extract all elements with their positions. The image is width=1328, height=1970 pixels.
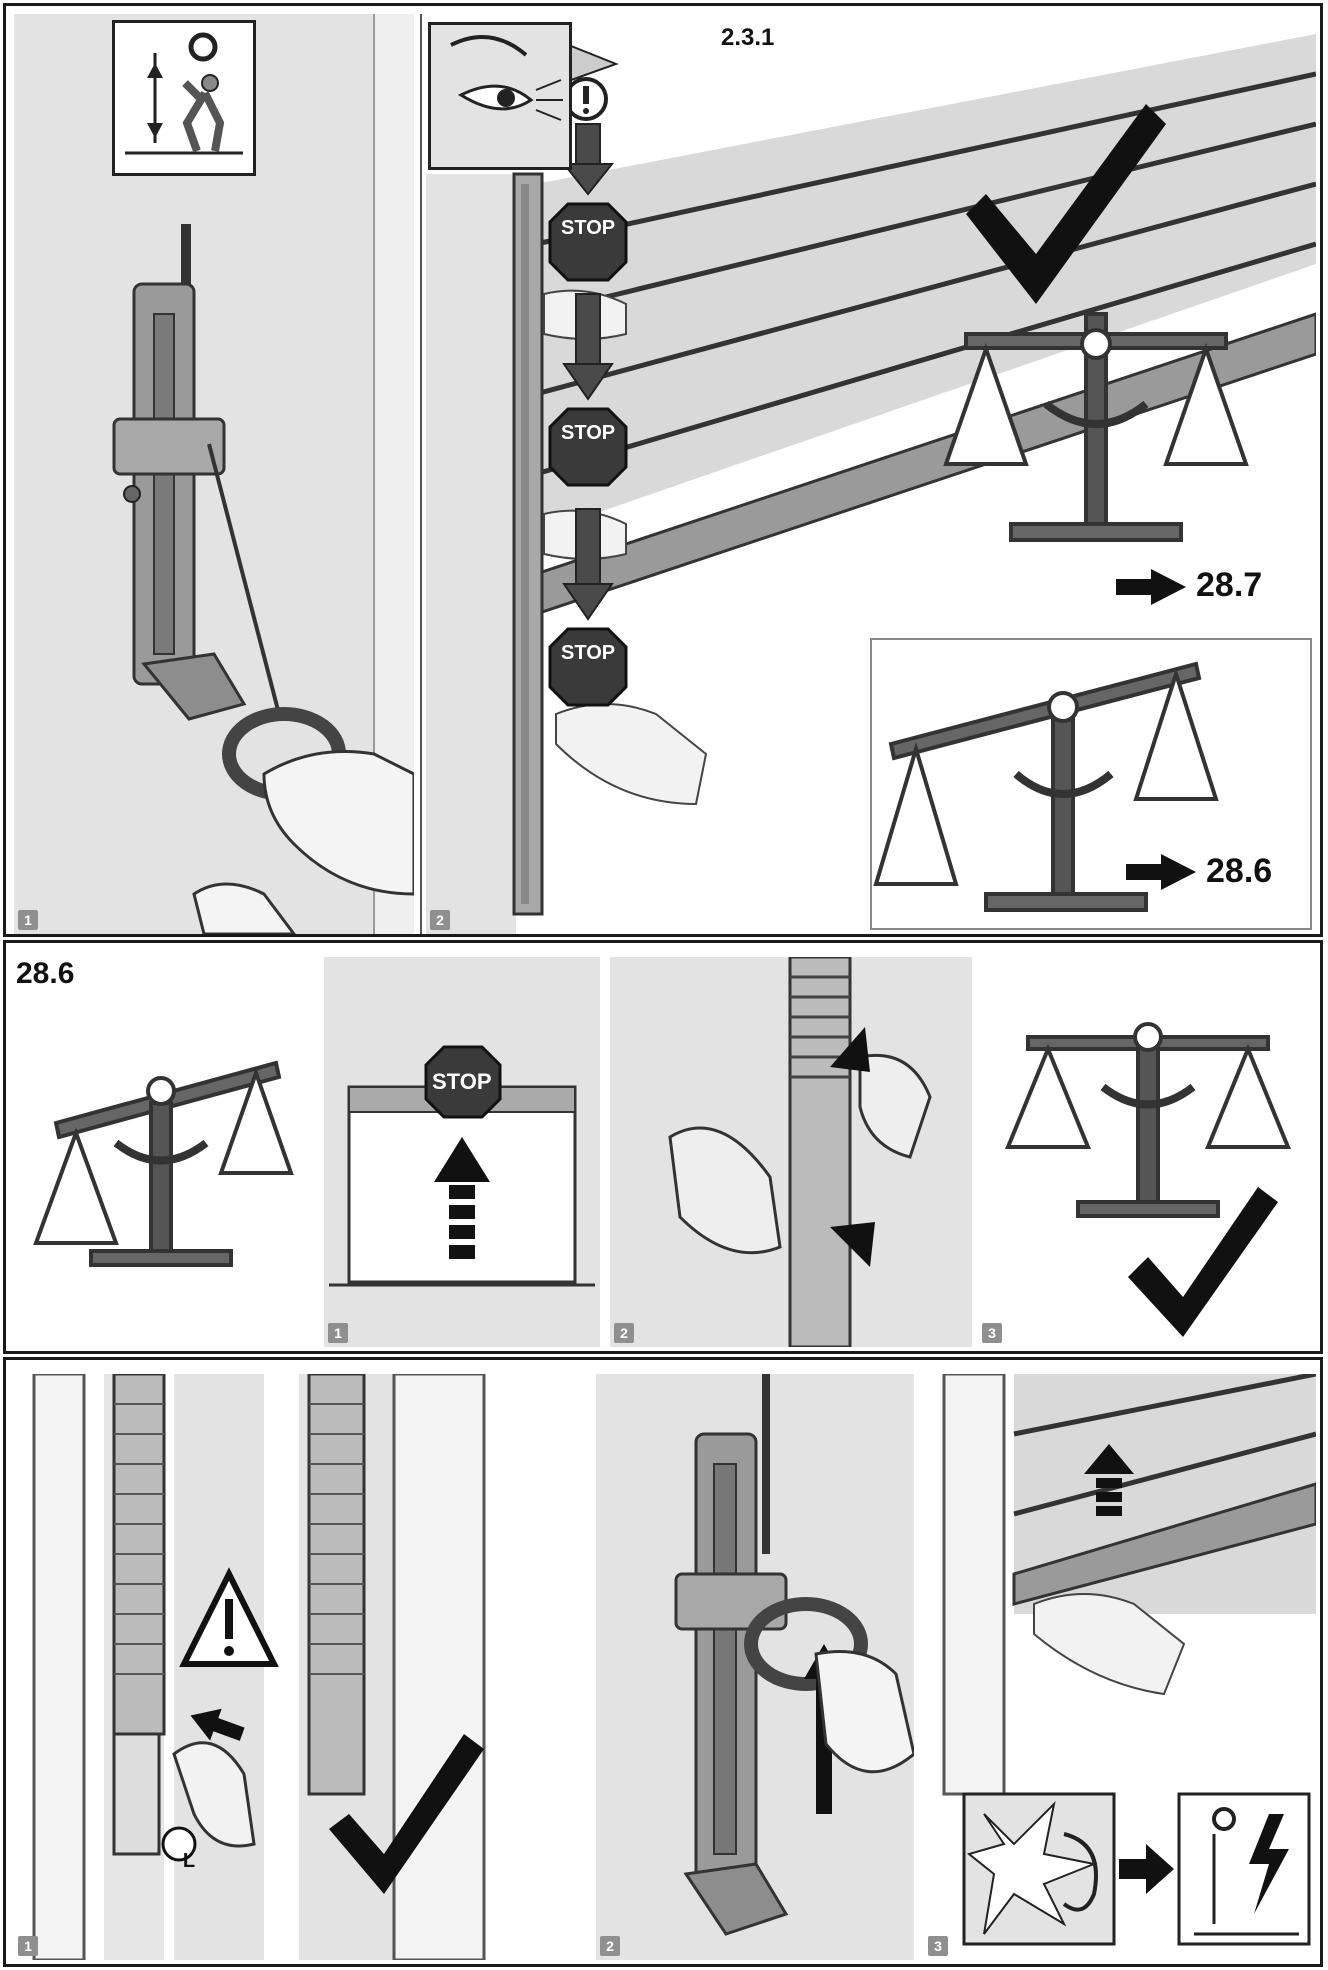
step-1-panel: L 1	[14, 1374, 584, 1960]
arrow-right-icon	[1119, 1844, 1174, 1894]
section-28-7: 28.7 L 1	[3, 1357, 1323, 1967]
cord-release-illustration	[112, 14, 414, 934]
section-title: 28.6	[16, 957, 75, 990]
balance-scale-icon	[873, 661, 1219, 912]
stop-label: STOP	[561, 217, 616, 239]
arrow-up-icon	[147, 63, 163, 78]
step-2-panel: 2.3.1 STOP STOP STOP 28.7 28.6 2	[426, 14, 1316, 934]
spring-adjust-illustration	[668, 957, 932, 1347]
step-1-panel: STOP 1	[324, 957, 600, 1347]
arrow-up-icon	[434, 1137, 490, 1259]
balance-scale-icon	[33, 1060, 294, 1267]
step-number: 1	[18, 910, 38, 930]
eye-inset	[428, 22, 572, 170]
arrow-right-icon	[1116, 569, 1186, 605]
lightning-icon	[1249, 1814, 1289, 1914]
divider	[420, 14, 422, 934]
section-28-6: 28.6 STOP 1	[3, 940, 1323, 1354]
arrow-up-icon	[1084, 1444, 1134, 1516]
balance-scale-icon	[1005, 1022, 1291, 1218]
door-check-illustration	[426, 34, 1316, 934]
step-3-panel: 3	[978, 957, 1316, 1347]
arrow-right-icon	[1126, 854, 1196, 890]
manual-reference: 2.3.1	[721, 24, 775, 51]
stop-sign-icon	[548, 202, 628, 707]
door-raise-illustration	[329, 1045, 595, 1287]
hand-icon	[172, 1741, 256, 1848]
arrow-down-icon	[830, 1222, 875, 1267]
checkmark-icon	[1128, 1187, 1278, 1337]
step-number: 3	[982, 1323, 1002, 1343]
stop-sign-icon	[424, 1045, 502, 1119]
step-2-panel: 2	[610, 957, 972, 1347]
step-number: 1	[18, 1936, 38, 1956]
goto-balanced-ref: 28.7	[1196, 566, 1263, 604]
hand-icon	[668, 1126, 782, 1255]
eye-icon	[450, 35, 563, 121]
arrow-up-icon	[830, 1027, 870, 1072]
step-number: 3	[928, 1936, 948, 1956]
warning-icon	[179, 1567, 279, 1667]
step-2-panel: 2	[596, 1374, 914, 1960]
hand-icon	[1033, 1593, 1186, 1696]
step-number: 2	[614, 1323, 634, 1343]
checkmark-icon	[966, 104, 1166, 304]
clip-insert-illustration	[32, 1374, 486, 1960]
hand-icon	[858, 1053, 932, 1159]
checkmark-icon	[329, 1734, 484, 1894]
step-3-panel: 3	[924, 1374, 1316, 1960]
stop-label: STOP	[561, 642, 616, 664]
step-number: 1	[328, 1323, 348, 1343]
step-1-panel: 1	[14, 14, 414, 934]
cord-pull-inset	[112, 20, 256, 176]
section-28-5: 28.5	[3, 3, 1323, 937]
arrow-down-icon	[147, 123, 163, 138]
step-number: 2	[430, 910, 450, 930]
stop-label: STOP	[432, 1069, 492, 1094]
clip-label: L	[182, 1850, 196, 1872]
door-lift-test-illustration	[942, 1374, 1316, 1946]
arrow-right-icon	[190, 1708, 245, 1741]
goto-unbalanced-ref: 28.6	[1206, 852, 1273, 890]
stop-label: STOP	[561, 422, 616, 444]
ear-icon	[1062, 1832, 1098, 1912]
hand-icon	[814, 1650, 914, 1774]
warning-icon	[564, 77, 608, 121]
cord-reengage-illustration	[674, 1374, 914, 1936]
balanced-result-illustration	[1005, 1022, 1291, 1337]
step-number: 2	[600, 1936, 620, 1956]
balance-scale-icon	[943, 312, 1249, 542]
